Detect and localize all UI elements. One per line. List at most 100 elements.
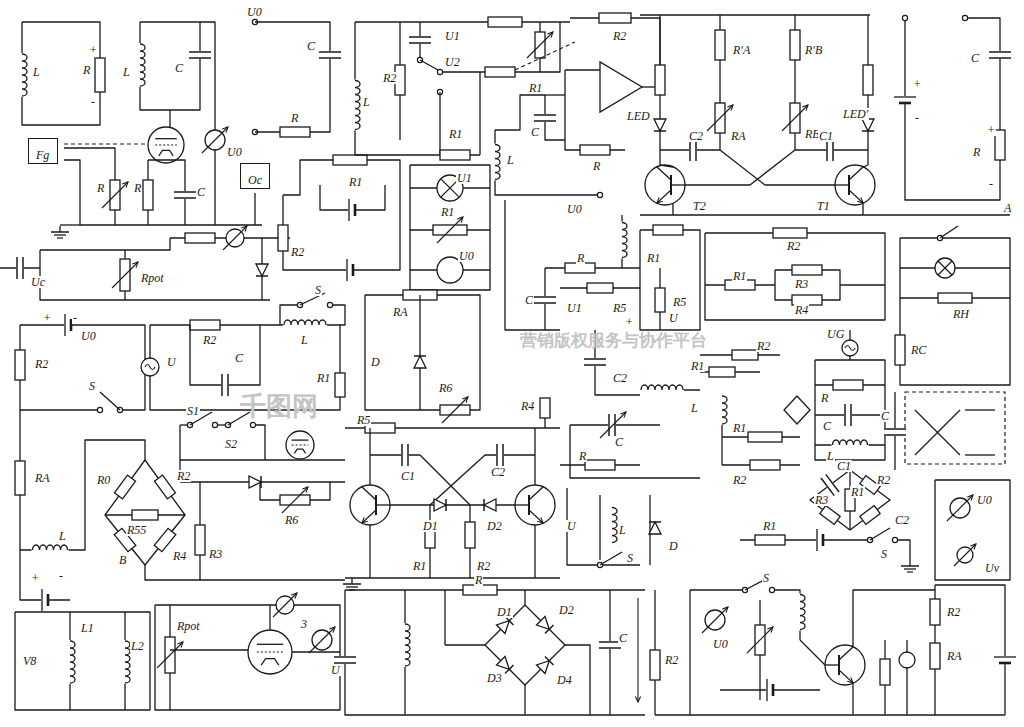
instrument-box: Oc xyxy=(240,163,270,189)
resistor-symbol xyxy=(488,17,522,27)
battery-symbol xyxy=(993,656,1017,664)
diode-symbol xyxy=(537,657,554,674)
resistor-symbol xyxy=(95,58,105,92)
battery-plate xyxy=(354,204,357,216)
part-label: S xyxy=(314,284,322,296)
capacitor-plate xyxy=(227,374,229,396)
resistor-body xyxy=(732,350,758,360)
resistor-body xyxy=(938,293,972,303)
resistor-body xyxy=(880,659,890,685)
switch-blade xyxy=(100,392,120,410)
part-label: D xyxy=(370,356,381,368)
inductor-coil xyxy=(622,223,627,258)
part-label: R xyxy=(578,450,587,462)
part-label: R'B xyxy=(804,44,823,56)
part-label: U xyxy=(166,356,177,368)
wire xyxy=(534,525,535,578)
ground-symbol xyxy=(901,565,919,567)
diode-body xyxy=(249,476,261,488)
diode-bar xyxy=(649,521,661,523)
wire xyxy=(345,577,560,578)
capacitor-plate xyxy=(189,51,211,53)
wire xyxy=(254,193,255,225)
resistor-symbol xyxy=(540,398,550,418)
part-label: R'A xyxy=(732,44,751,56)
wire xyxy=(15,612,150,710)
inductor-coil xyxy=(355,81,360,130)
wire xyxy=(705,233,885,320)
resistor-symbol xyxy=(790,30,800,60)
meter-arrow xyxy=(291,593,297,599)
resistor-body xyxy=(715,30,725,60)
diode-symbol xyxy=(649,522,661,534)
resistor-body xyxy=(143,180,153,210)
part-label: U0 xyxy=(976,494,993,506)
variable-arrow xyxy=(157,642,183,668)
inductor-symbol xyxy=(640,381,684,392)
tube-grid xyxy=(292,445,309,446)
part-label: R xyxy=(82,64,91,76)
transistor-emitter xyxy=(849,190,863,203)
transistor-symbol xyxy=(645,165,685,205)
part-label: L xyxy=(58,530,67,542)
inductor-coil xyxy=(800,595,805,630)
part-label: L1 xyxy=(80,622,95,634)
wire xyxy=(689,590,690,715)
part-label: R xyxy=(972,146,981,158)
battery-gap xyxy=(766,678,774,702)
watermark: 营销版权服务与协作平台 xyxy=(520,332,707,349)
resistor-symbol xyxy=(440,150,470,160)
battery-gap xyxy=(893,96,917,104)
wire xyxy=(570,18,660,70)
capacitor-gap xyxy=(173,191,197,199)
dashed-link xyxy=(64,143,147,144)
resistor-body xyxy=(15,461,25,495)
box-text: Oc xyxy=(248,174,262,186)
part-label: U0 xyxy=(458,250,475,262)
resistor-body xyxy=(190,320,220,330)
resistor-body xyxy=(565,263,595,273)
resistor-symbol xyxy=(485,67,515,77)
part-label: U0 xyxy=(566,203,583,215)
meter-arrow xyxy=(223,226,247,250)
resistor-body xyxy=(185,233,215,243)
resistor-symbol xyxy=(280,127,310,137)
capacitor-plate xyxy=(319,51,341,53)
part-label: C1 xyxy=(400,470,416,482)
terminal-dot xyxy=(902,15,907,20)
tube-anode xyxy=(155,138,177,139)
capacitor-plate xyxy=(174,191,196,193)
tube-cathode xyxy=(294,449,305,453)
diode-bar xyxy=(483,499,485,511)
wire xyxy=(840,284,885,285)
switch-blade xyxy=(420,60,438,70)
wire xyxy=(853,590,935,647)
resistor-symbol xyxy=(792,265,822,275)
part-label: RA xyxy=(946,650,963,662)
diode-body xyxy=(654,119,666,131)
part-label: C xyxy=(174,62,184,74)
part-label: D1 xyxy=(422,520,439,532)
diode-body xyxy=(537,617,554,634)
resistor-body xyxy=(132,510,158,520)
inductor-gap xyxy=(283,316,327,327)
capacitor-gap xyxy=(401,443,409,467)
inductor-symbol xyxy=(832,436,869,447)
part-label: R3 xyxy=(208,548,223,560)
part-label: L xyxy=(300,334,309,346)
transistor-lead xyxy=(657,167,671,180)
part-label: R4 xyxy=(794,304,809,316)
variable-arrow xyxy=(177,642,183,648)
wire xyxy=(495,95,545,130)
battery-symbol xyxy=(346,258,354,282)
part-label: C xyxy=(530,126,540,138)
variable-arrow xyxy=(600,412,626,438)
battery-gap xyxy=(816,528,824,552)
wire xyxy=(170,649,248,650)
inductor-symbol xyxy=(720,395,731,425)
wire xyxy=(640,230,700,330)
diode-symbol xyxy=(249,476,261,488)
capacitor-plate xyxy=(319,57,341,59)
part-label: B xyxy=(118,554,127,566)
capacitor-gap xyxy=(333,656,357,664)
